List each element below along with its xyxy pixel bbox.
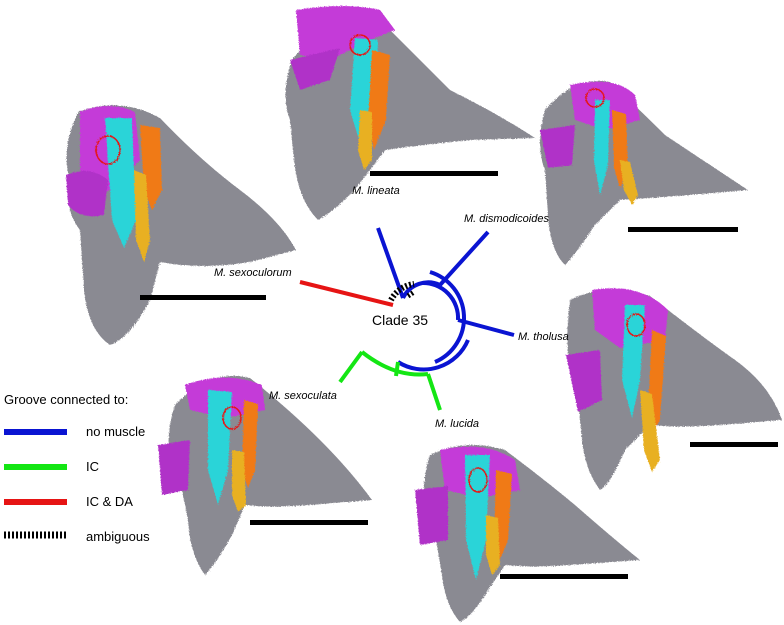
taxon-label-sexoculorum: M. sexoculorum xyxy=(214,267,292,279)
scale-bar-sexoculata xyxy=(250,520,368,525)
legend-swatch-no-muscle xyxy=(4,429,67,435)
specimen-dismodicoides xyxy=(540,80,748,265)
arc-root-blue xyxy=(396,339,470,372)
taxon-label-lineata: M. lineata xyxy=(352,185,400,197)
scale-bar-sexoculorum xyxy=(140,295,266,300)
taxon-label-sexoculata: M. sexoculata xyxy=(269,390,337,402)
branch-lucida xyxy=(426,373,442,411)
scale-bar-lucida xyxy=(500,574,628,579)
branch-dismodicoides xyxy=(438,230,490,287)
branch-green-stem xyxy=(394,361,400,377)
legend-swatches xyxy=(4,429,67,539)
branch-lineata xyxy=(376,227,405,299)
branch-ambiguous-stub xyxy=(406,289,416,299)
legend-label-ic-da: IC & DA xyxy=(86,494,133,509)
arc-outer-blue xyxy=(429,270,467,364)
branch-tholusa xyxy=(457,318,515,337)
scale-bar-lineata xyxy=(370,171,498,176)
cladogram xyxy=(299,227,515,411)
legend-swatch-ic-da xyxy=(4,499,67,505)
legend-title: Groove connected to: xyxy=(4,392,129,407)
legend-label-ambiguous: ambiguous xyxy=(86,529,150,544)
legend-label-no-muscle: no muscle xyxy=(86,424,146,439)
legend-label-ic: IC xyxy=(86,459,99,474)
clade-label: Clade 35 xyxy=(372,312,429,328)
specimen-sexoculata xyxy=(158,375,372,575)
taxon-label-lucida: M. lucida xyxy=(435,418,480,430)
scale-bar-dismodicoides xyxy=(628,227,738,232)
specimen-lineata xyxy=(285,6,535,220)
legend-swatch-ic xyxy=(4,464,67,470)
scale-bar-tholusa xyxy=(690,442,778,447)
branch-sexoculata xyxy=(338,350,364,384)
taxon-label-dismodicoides: M. dismodicoides xyxy=(464,213,549,225)
branch-sexoculorum xyxy=(299,280,394,307)
specimen-sexoculorum xyxy=(66,105,296,346)
specimen-tholusa xyxy=(566,288,782,490)
taxon-label-tholusa: M. tholusa xyxy=(518,331,569,343)
specimen-lucida xyxy=(415,445,640,622)
arc-mid-blue xyxy=(421,280,461,321)
